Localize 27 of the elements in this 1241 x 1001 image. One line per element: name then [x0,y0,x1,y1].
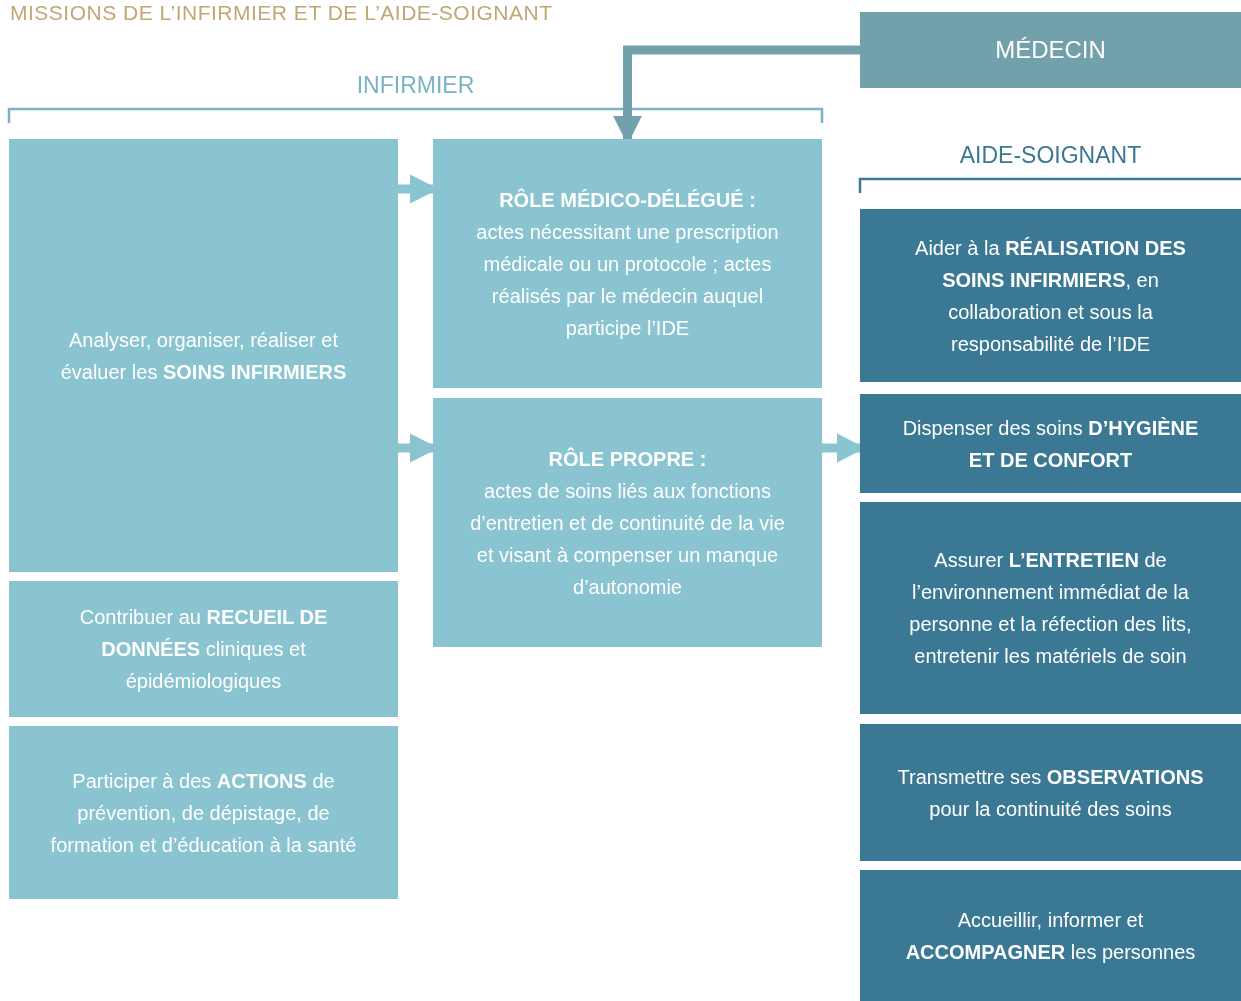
box-text: actes de soins liés aux fonctions d’entretien et de continuité de la vie et visant à compenser un manque d’autonomie [469,478,786,600]
mission-box [433,139,822,388]
box-text: Accueillir, informer et ACCOMPAGNER les personnes [904,907,1197,965]
box-text: Participer à des ACTIONS de prévention, de dépistage, de formation et d’éducation à la santé [49,768,358,858]
box-heading: RÔLE MÉDICO-DÉLÉGUÉ : [499,187,756,213]
mission-box [860,870,1241,1001]
mission-box [860,502,1241,714]
box-text: Dispenser des soins D’HYGIÈNE ET DE CONFORT [901,415,1200,473]
diagram-title: MISSIONS DE L’INFIRMIER ET DE L’AIDE-SOIGNANT [10,1,553,25]
box-text: Transmettre ses OBSERVATIONS pour la continuité des soins [896,764,1205,822]
box-text: Assurer L’ENTRETIEN de l’environnement immédiat de la personne et la réfection des lits, entretenir les matériels de soin [908,548,1193,669]
box-text: Aider à la RÉALISATION DES SOINS INFIRMIERS, en collaboration et sous la responsabilité de l’IDE [914,235,1187,357]
mission-box [9,139,398,572]
box-text: actes nécessitant une prescription médicale ou un protocole ; actes réalisés par le médecin auquel participe l’IDE [475,219,780,341]
box-text: MÉDECIN [995,35,1106,65]
mission-box [860,724,1241,861]
mission-box [9,581,398,717]
box-text: Contribuer au RECUEIL DE DONNÉES cliniques et épidémiologiques [78,605,329,694]
group-heading: INFIRMIER [355,72,476,99]
mission-box [860,394,1241,493]
mission-box [433,398,822,647]
box-text: Analyser, organiser, réaliser et évaluer les SOINS INFIRMIERS [59,327,348,385]
mission-box [860,209,1241,382]
role-box [860,12,1241,88]
box-heading: RÔLE PROPRE : [548,446,707,472]
mission-box [9,726,398,899]
group-heading: AIDE-SOIGNANT [958,142,1143,169]
